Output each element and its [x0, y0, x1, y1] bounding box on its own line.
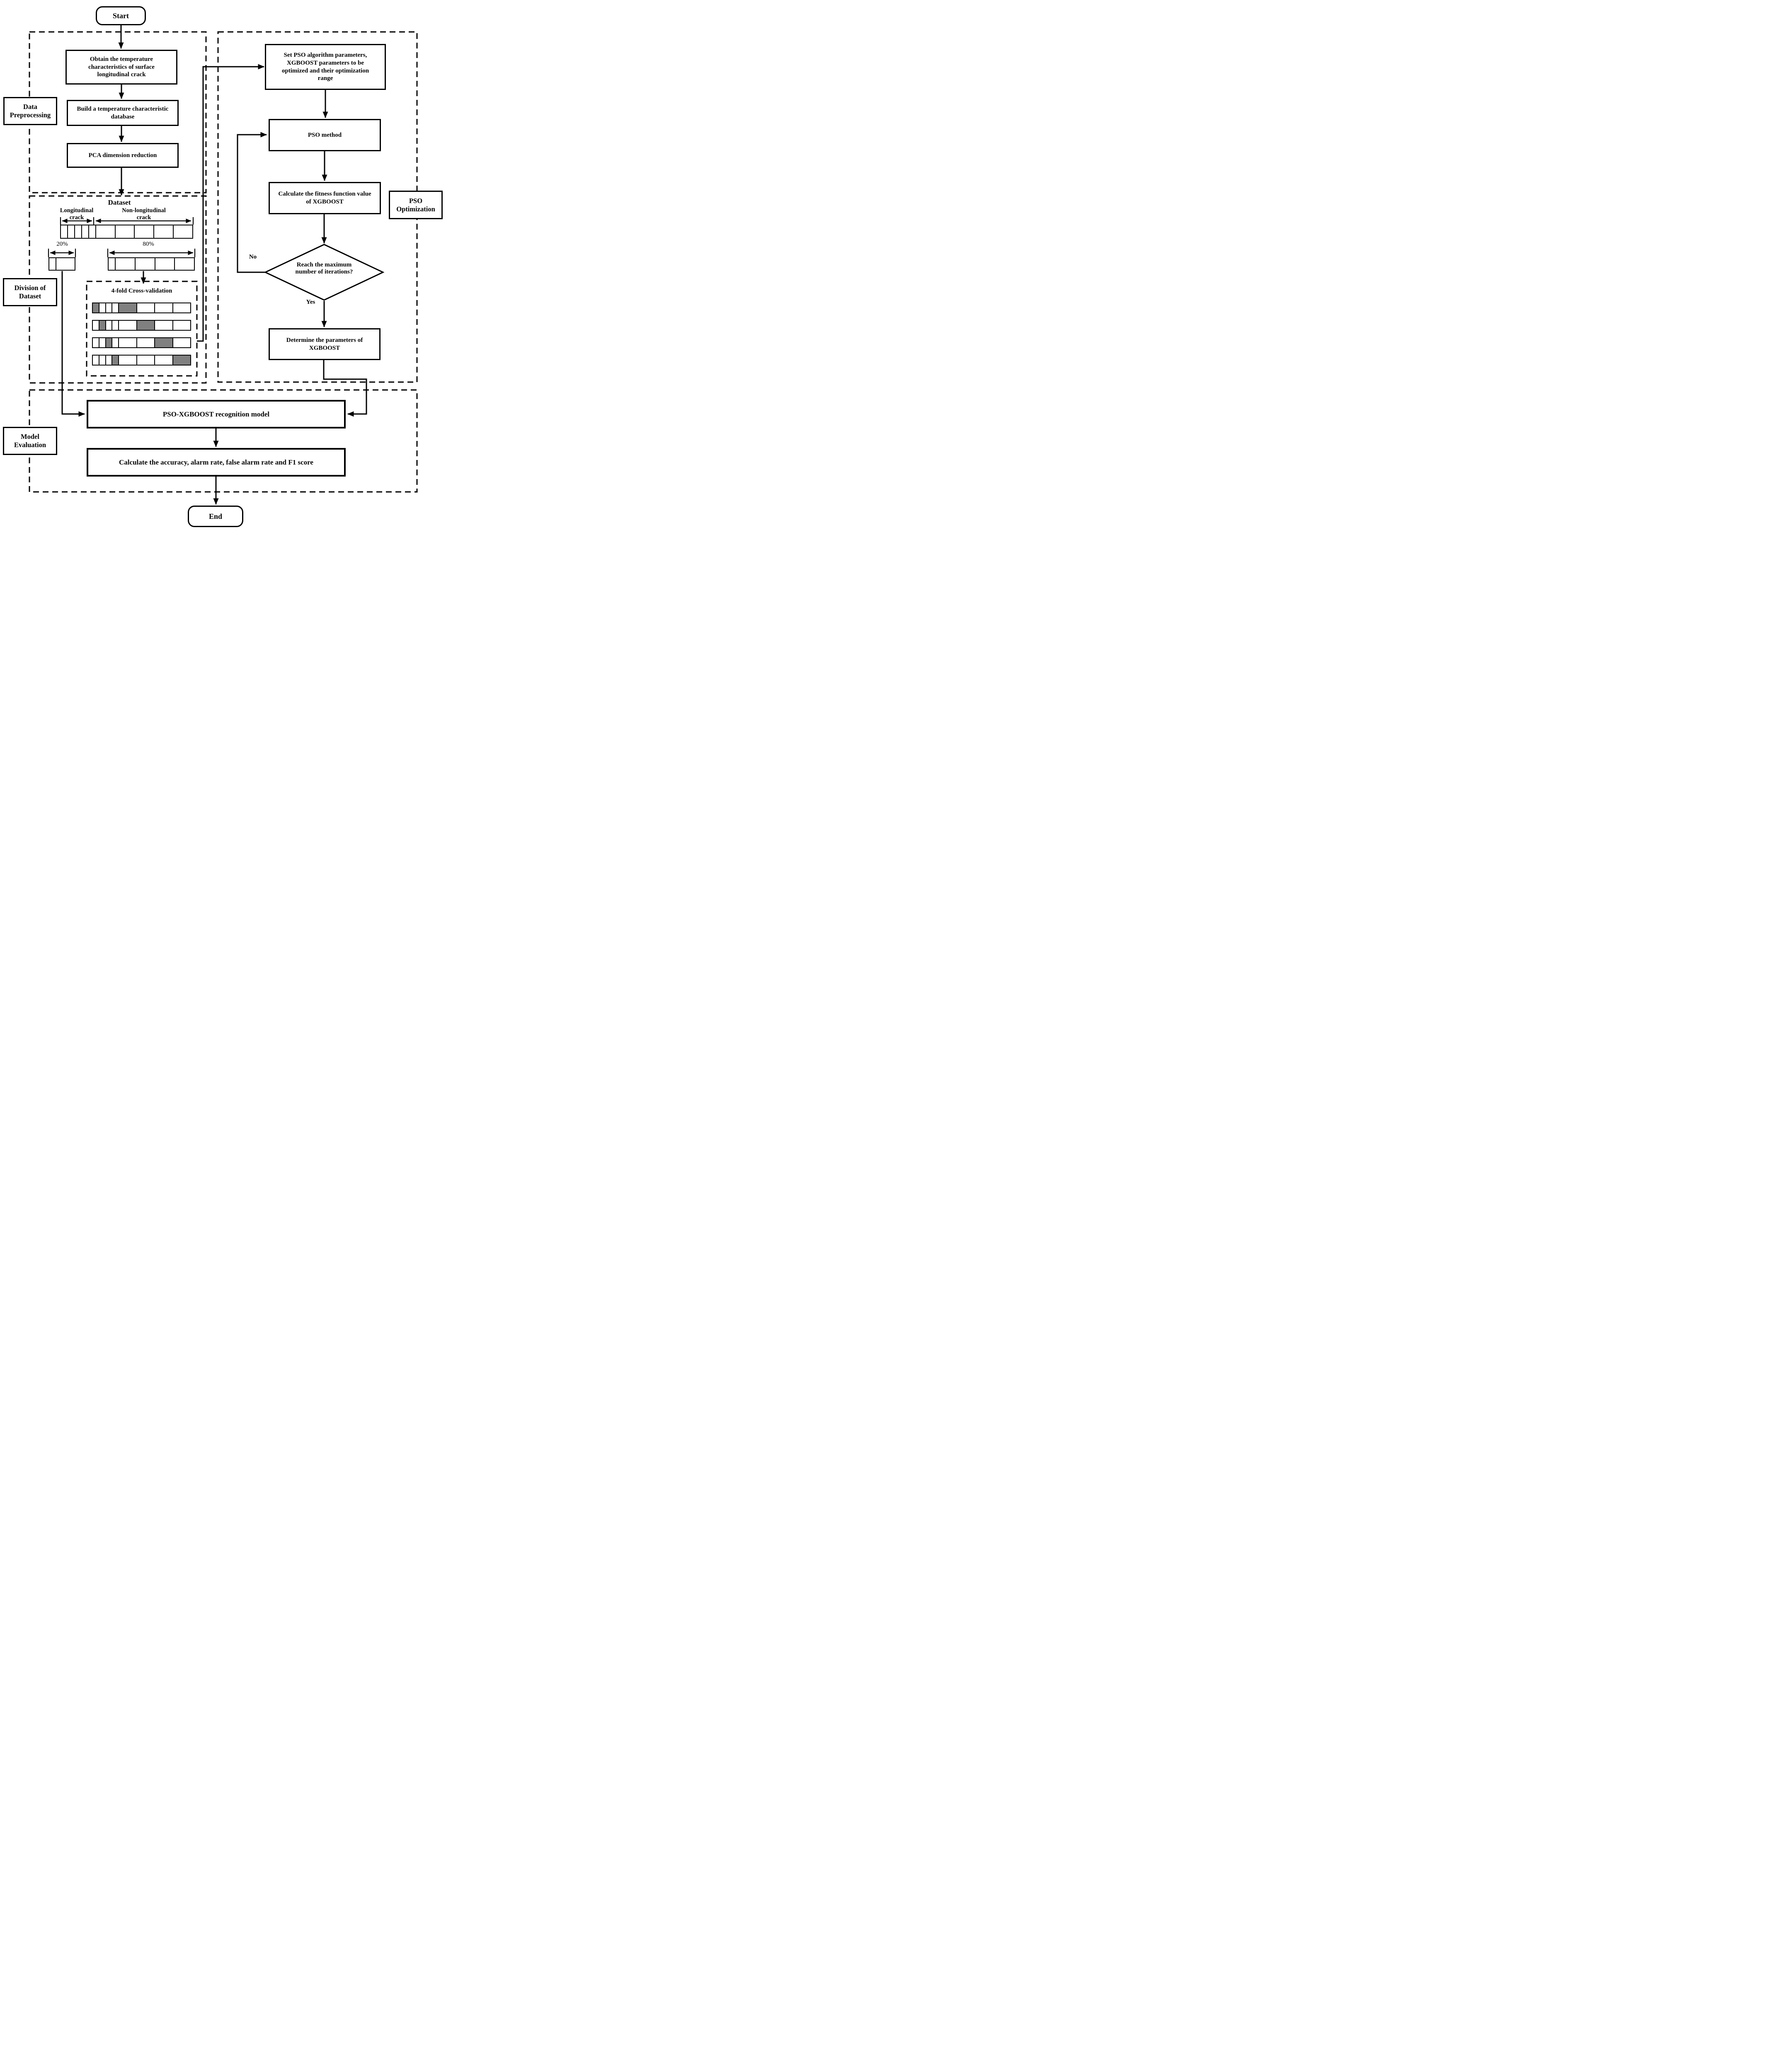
bar-cell: [93, 338, 99, 347]
bar-cell: [112, 338, 119, 347]
bar-cell: [137, 338, 155, 347]
bar-cell: [173, 356, 190, 365]
bar-cell: [106, 338, 113, 347]
bar-cell: [56, 258, 75, 270]
bar-cell: [112, 303, 119, 312]
bar-cell: [154, 225, 174, 238]
process-set-pso-parameters: Set PSO algorithm parameters, XGBOOST pa…: [265, 44, 386, 90]
bar-cell: [106, 321, 113, 330]
end-node: End: [188, 506, 243, 527]
section-label-division-of-dataset: Division of Dataset: [3, 278, 57, 306]
process-pso-method: PSO method: [269, 119, 381, 151]
bar-cell: [99, 356, 106, 365]
section-label-model-evaluation: Model Evaluation: [3, 427, 57, 455]
decision-diamond: [264, 244, 385, 301]
process-obtain-temperature: Obtain the temperature characteristics o…: [65, 50, 177, 85]
section-label-pso-optimization: PSO Optimization: [389, 191, 443, 219]
bar-cell: [173, 338, 190, 347]
label-longitudinal-crack: Longitudinal crack: [60, 207, 94, 221]
cross-validation-title: 4-fold Cross-validation: [111, 288, 172, 294]
cv-fold-bar-1: [92, 303, 191, 313]
dataset-title: Dataset: [108, 198, 131, 206]
bar-cell: [119, 303, 137, 312]
bar-cell: [93, 356, 99, 365]
bar-cell: [119, 321, 137, 330]
cv-fold-bar-2: [92, 320, 191, 331]
bar-cell: [115, 225, 135, 238]
bar-cell: [112, 321, 119, 330]
bar-cell: [155, 258, 175, 270]
bar-cell: [137, 356, 155, 365]
bar-cell: [99, 338, 106, 347]
bar-cell: [155, 321, 173, 330]
dataset-bar-train-80pct: [108, 257, 195, 271]
label-20-percent: 20%: [56, 241, 68, 247]
bar-cell: [116, 258, 136, 270]
cv-fold-bar-4: [92, 355, 191, 366]
bar-cell: [49, 258, 56, 270]
connector-determine-to-model: [323, 360, 367, 417]
bar-cell: [93, 321, 99, 330]
bar-cell: [89, 225, 96, 238]
bar-cell: [135, 225, 155, 238]
bar-cell: [173, 303, 190, 312]
process-calculate-metrics: Calculate the accuracy, alarm rate, fals…: [87, 448, 346, 477]
bar-cell: [174, 225, 192, 238]
process-build-database: Build a temperature characteristic datab…: [67, 100, 179, 126]
decision-label: Reach the maximum number of iterations?: [295, 261, 353, 276]
bar-cell: [68, 225, 75, 238]
bar-cell: [82, 225, 89, 238]
label-80-percent: 80%: [143, 241, 154, 247]
process-pca-reduction: PCA dimension reduction: [67, 143, 179, 168]
bar-cell: [112, 356, 119, 365]
bar-cell: [175, 258, 194, 270]
flowchart-pso-xgboost: Start Obtain the temperature characteris…: [0, 0, 446, 528]
edge-label-yes: Yes: [306, 299, 315, 305]
bar-cell: [93, 303, 99, 312]
bar-cell: [173, 321, 190, 330]
dataset-bar-full: [60, 225, 193, 239]
process-determine-parameters: Determine the parameters of XGBOOST: [269, 328, 381, 360]
connector-testset-to-model: [61, 271, 85, 417]
bar-cell: [99, 321, 106, 330]
section-label-data-preprocessing: Data Preprocessing: [3, 97, 57, 125]
edge-label-no: No: [249, 254, 257, 260]
process-calculate-fitness: Calculate the fitness function value of …: [269, 182, 381, 214]
bar-cell: [119, 338, 137, 347]
bar-cell: [96, 225, 116, 238]
loop-decision-no-to-psomethod: [237, 132, 267, 273]
bar-cell: [106, 356, 113, 365]
bar-cell: [119, 356, 137, 365]
bar-cell: [137, 321, 155, 330]
dataset-bar-test-20pct: [48, 257, 75, 271]
container-cross-validation: [86, 281, 198, 377]
bar-cell: [155, 338, 173, 347]
label-non-longitudinal-crack: Non-longitudinal crack: [122, 207, 166, 221]
bar-cell: [135, 258, 155, 270]
bar-cell: [61, 225, 68, 238]
cv-fold-bar-3: [92, 337, 191, 348]
bar-cell: [155, 356, 173, 365]
process-recognition-model: PSO-XGBOOST recognition model: [87, 400, 346, 428]
start-node: Start: [96, 6, 146, 25]
connector-cv-to-setpso: [197, 64, 264, 342]
bar-cell: [109, 258, 116, 270]
bar-cell: [137, 303, 155, 312]
bar-cell: [106, 303, 113, 312]
bar-cell: [155, 303, 173, 312]
bar-cell: [99, 303, 106, 312]
bar-cell: [75, 225, 82, 238]
